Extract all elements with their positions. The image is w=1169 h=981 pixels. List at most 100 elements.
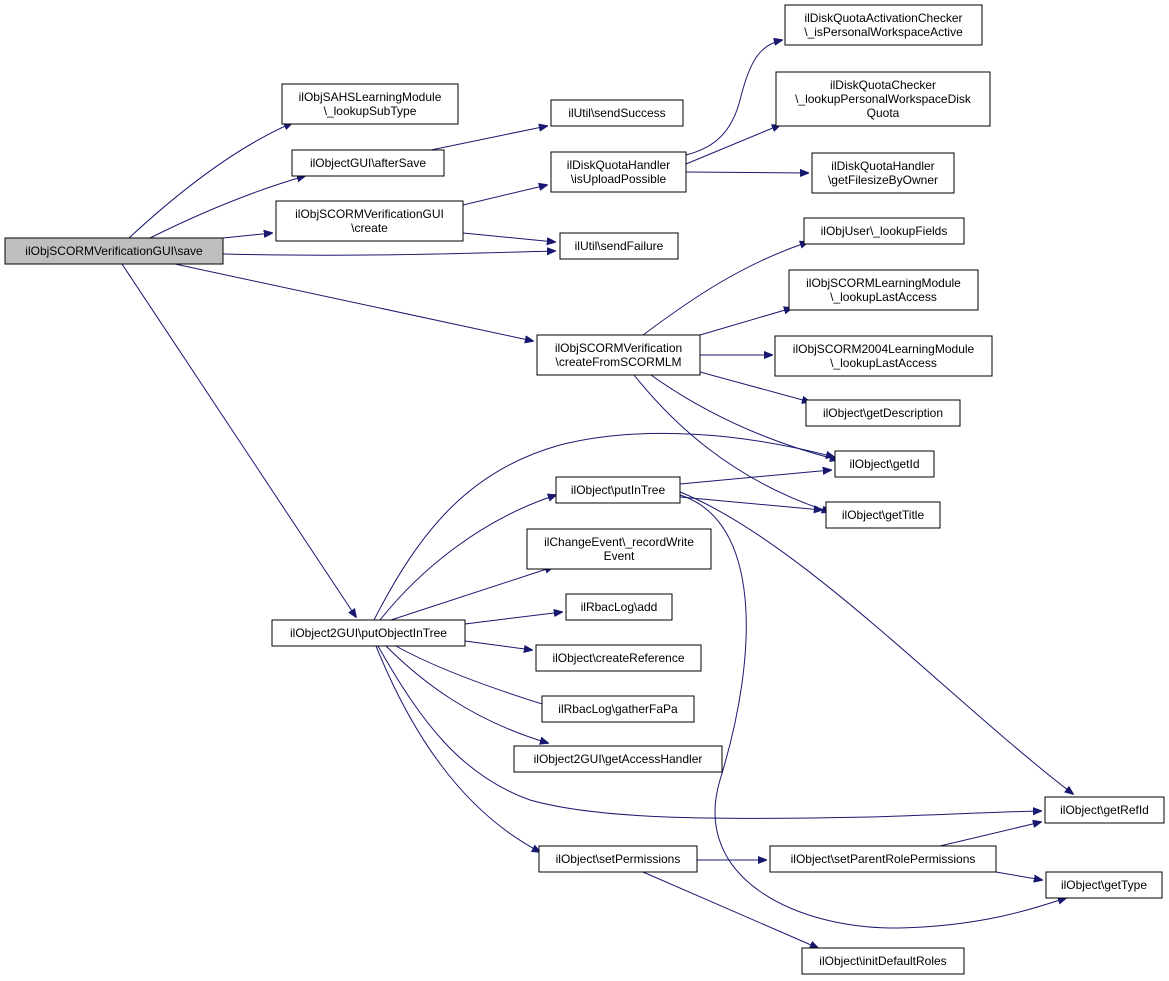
edge-save-to-guiCreate: [222, 233, 272, 239]
edge-line: [430, 126, 547, 151]
node-lookupSubType[interactable]: ilObjSAHSLearningModule\_lookupSubType: [281, 83, 459, 125]
node-label-line: ilChangeEvent\_recordWrite: [544, 535, 694, 549]
node-box: [538, 845, 698, 873]
node-getType[interactable]: ilObject\getType: [1045, 871, 1163, 899]
edge-putObjectInTree-to-getId: [373, 432, 834, 621]
edge-line: [679, 470, 831, 485]
node-box: [1044, 796, 1165, 824]
node-label-line: ilDiskQuotaHandler: [567, 158, 670, 172]
node-box: [565, 593, 673, 621]
node-sendSuccess[interactable]: ilUtil\sendSuccess: [550, 99, 684, 127]
node-label-line: ilObject\createReference: [552, 651, 684, 665]
node-scormLastAccess[interactable]: ilObjSCORMLearningModule\_lookupLastAcce…: [788, 269, 979, 311]
node-label-line: ilObject2GUI\putObjectInTree: [290, 626, 447, 640]
node-sendFailure[interactable]: ilUtil\sendFailure: [559, 232, 679, 260]
node-getRefId[interactable]: ilObject\getRefId: [1044, 796, 1165, 824]
node-label-line: ilObjSCORMVerificationGUI: [295, 207, 444, 221]
edge-putObjectInTree-to-getRefId: [377, 645, 1041, 819]
edge-putInTree-to-getRefId: [679, 491, 1073, 794]
node-getAccessHandler[interactable]: ilObject2GUI\getAccessHandler: [513, 745, 723, 773]
node-rbacAdd[interactable]: ilRbacLog\add: [565, 593, 673, 621]
edge-line: [679, 496, 822, 510]
node-label-line: \_lookupPersonalWorkspaceDisk: [795, 92, 972, 106]
edge-line: [377, 645, 1041, 819]
edge-line: [462, 185, 547, 206]
edge-line: [679, 491, 1073, 794]
node-createFromSCORMLM[interactable]: ilObjSCORMVerification\createFromSCORMLM: [536, 334, 701, 376]
node-box: [526, 528, 712, 570]
node-setPermissions[interactable]: ilObject\setPermissions: [538, 845, 698, 873]
node-label-line: ilObjSCORMVerificationGUI\save: [25, 244, 203, 258]
edge-line: [939, 822, 1041, 847]
node-label-line: ilRbacLog\gatherFaPa: [558, 702, 678, 716]
node-box: [271, 619, 466, 647]
node-scorm2004LastAccess[interactable]: ilObjSCORM2004LearningModule\_lookupLast…: [774, 335, 993, 377]
edge-line: [379, 495, 556, 621]
edge-createFromSCORMLM-to-getDescription: [699, 371, 810, 402]
node-label-line: ilObject\getId: [849, 457, 919, 471]
edge-line: [995, 871, 1042, 880]
node-label-line: \create: [351, 221, 388, 235]
node-label-line: Event: [604, 549, 635, 563]
node-label-line: \_lookupLastAccess: [830, 290, 937, 304]
node-box: [541, 695, 695, 723]
node-isPersonalWorkspaceActive[interactable]: ilDiskQuotaActivationChecker\_isPersonal…: [784, 4, 983, 46]
edge-putObjectInTree-to-getAccessHandler: [385, 645, 548, 743]
edge-line: [395, 645, 555, 708]
edge-line: [464, 640, 532, 650]
node-getTitle[interactable]: ilObject\getTitle: [825, 501, 941, 529]
edge-isUploadPossible-to-isPersonalWorkspaceActive: [685, 40, 782, 156]
edge-putObjectInTree-to-recordWriteEvent: [390, 567, 553, 621]
node-isUploadPossible[interactable]: ilDiskQuotaHandler\isUploadPossible: [550, 151, 687, 193]
node-getId[interactable]: ilObject\getId: [834, 450, 935, 478]
node-getFilesizeByOwner[interactable]: ilDiskQuotaHandler\getFilesizeByOwner: [811, 152, 955, 194]
node-lookupFields[interactable]: ilObjUser\_lookupFields: [803, 217, 965, 245]
nodes-layer: ilObjSCORMVerificationGUI\save ilObjSAHSL…: [4, 4, 1165, 975]
node-label-line: ilRbacLog\add: [581, 600, 658, 614]
node-afterSave[interactable]: ilObjectGUI\afterSave: [291, 149, 445, 177]
node-putInTree[interactable]: ilObject\putInTree: [555, 476, 681, 504]
node-label-line: Quota: [867, 106, 900, 120]
node-label-line: ilObjSCORM2004LearningModule: [793, 342, 975, 356]
edge-guiCreate-to-isUploadPossible: [462, 185, 547, 206]
edges-layer: [121, 40, 1073, 948]
node-label-line: ilObjSCORMLearningModule: [806, 276, 961, 290]
edge-afterSave-to-sendSuccess: [430, 126, 547, 151]
node-box: [4, 237, 224, 265]
node-box: [834, 450, 935, 478]
node-label-line: ilDiskQuotaChecker: [830, 78, 936, 92]
node-gatherFaPa[interactable]: ilRbacLog\gatherFaPa: [541, 695, 695, 723]
node-label-line: \_lookupSubType: [324, 104, 417, 118]
node-initDefaultRoles[interactable]: ilObject\initDefaultRoles: [801, 947, 965, 975]
node-createReference[interactable]: ilObject\createReference: [535, 644, 702, 672]
node-label-line: \isUploadPossible: [571, 172, 667, 186]
node-label-line: ilObject2GUI\getAccessHandler: [534, 752, 703, 766]
edge-save-to-lookupSubType: [128, 123, 292, 239]
edge-line: [149, 176, 305, 239]
edge-putInTree-to-getId: [679, 470, 831, 485]
edge-putInTree-to-getType: [679, 494, 1066, 929]
node-getDescription[interactable]: ilObject\getDescription: [805, 399, 961, 427]
node-label-line: ilObject\initDefaultRoles: [819, 954, 946, 968]
edge-line: [174, 263, 533, 341]
edge-putObjectInTree-to-gatherFaPa: [395, 645, 555, 708]
edge-save-to-sendFailure: [222, 251, 555, 256]
node-label-line: ilUtil\sendFailure: [575, 239, 664, 253]
node-lookupPersonalWorkspaceDiskQuota[interactable]: ilDiskQuotaChecker\_lookupPersonalWorksp…: [775, 71, 991, 127]
edge-save-to-putObjectInTree: [121, 263, 356, 617]
node-guiCreate[interactable]: ilObjSCORMVerificationGUI\create: [275, 200, 464, 242]
node-box: [550, 99, 684, 127]
node-label-line: ilDiskQuotaActivationChecker: [804, 11, 962, 25]
node-putObjectInTree[interactable]: ilObject2GUI\putObjectInTree: [271, 619, 466, 647]
node-box: [536, 334, 701, 376]
node-box: [281, 83, 459, 125]
node-save[interactable]: ilObjSCORMVerificationGUI\save: [4, 237, 224, 265]
node-setParentRolePermissions[interactable]: ilObject\setParentRolePermissions: [769, 845, 997, 873]
edge-guiCreate-to-sendFailure: [462, 232, 555, 242]
node-label-line: \_lookupLastAccess: [830, 356, 937, 370]
node-label-line: \_isPersonalWorkspaceActive: [804, 25, 963, 39]
node-label-line: ilObjectGUI\afterSave: [310, 156, 426, 170]
node-box: [784, 4, 983, 46]
